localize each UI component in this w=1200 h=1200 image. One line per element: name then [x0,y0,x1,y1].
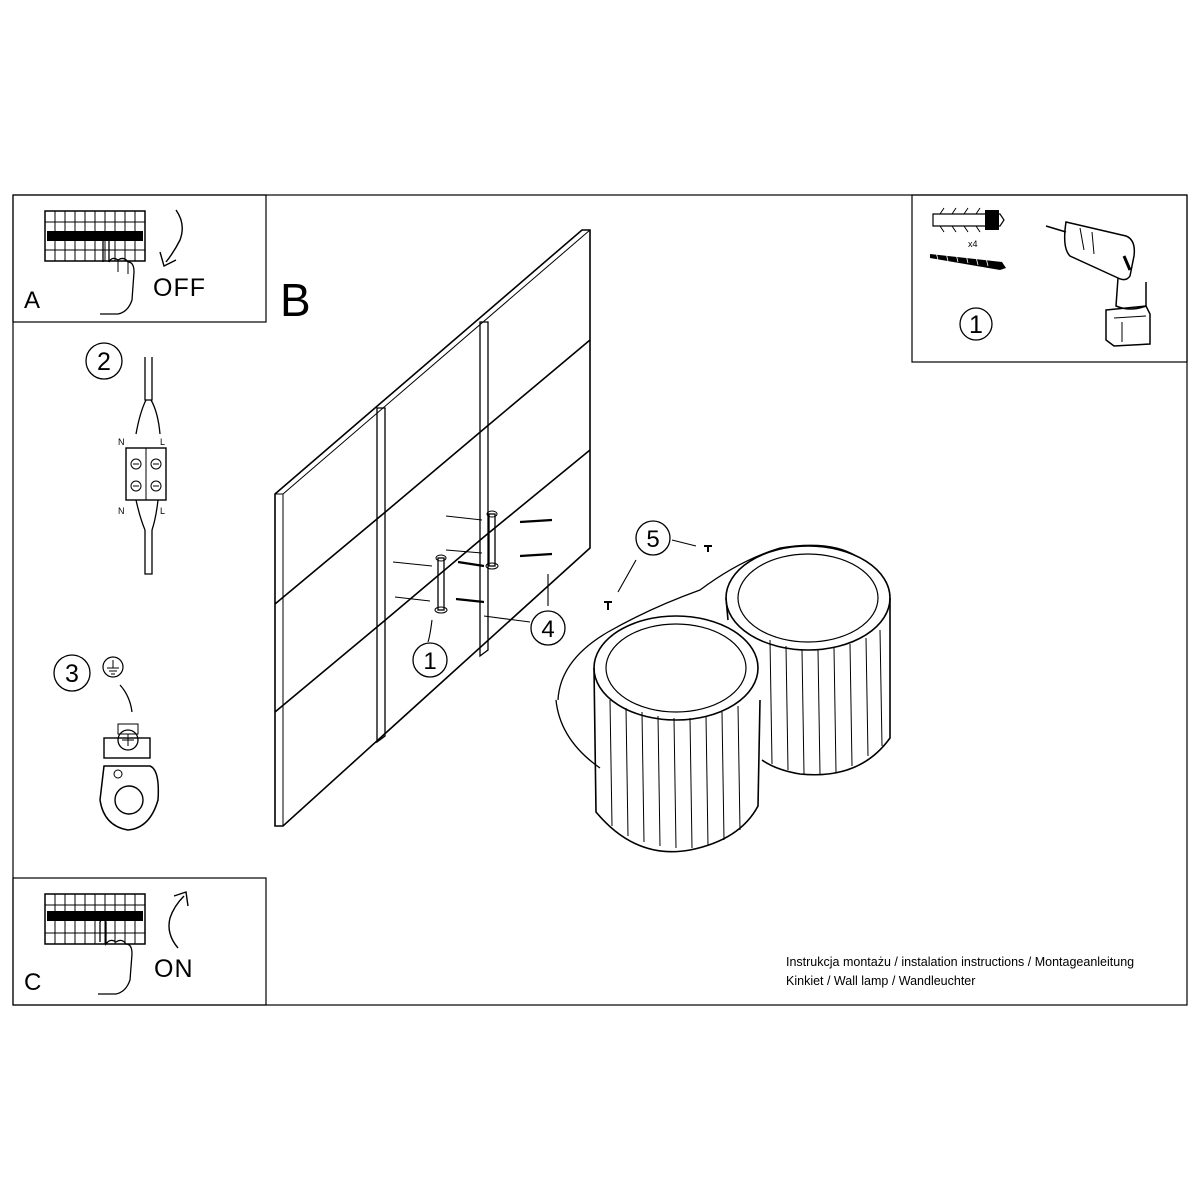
mounting-brackets [434,510,499,614]
caption-product: Kinkiet / Wall lamp / Wandleuchter [786,974,976,988]
ground-terminal-icon [99,723,160,831]
wiring-step: 2 N L N L [85,342,167,575]
wall-screws [392,515,553,604]
wall-tile-grid [274,229,591,827]
drill-icon [1045,221,1151,347]
tools-panel-frame [911,194,1188,363]
screw-icon [930,251,1006,270]
bracket-callout-badge [412,642,448,678]
power-on-label: ON [154,955,194,983]
power-off-label: OFF [153,274,206,302]
step-2-badge [85,342,123,380]
outer-frame [12,194,1188,1006]
hand-icon [100,236,135,315]
live-label-bottom: L [160,506,165,516]
panel-a: A OFF [12,194,267,323]
supply-cable [144,357,153,401]
lamp-shade-double [555,544,891,853]
breaker-box-icon [44,893,146,945]
live-label-top: L [160,437,165,447]
callouts: 1 4 5 [412,520,712,678]
breaker-box-icon [44,210,146,262]
grub-screw-callout-number: 5 [646,526,659,553]
panel-c-letter: C [24,969,41,996]
step-1-number: 1 [969,311,983,339]
hand-icon [98,918,133,995]
step-3-badge [53,654,91,692]
screws-callout-badge [530,610,566,646]
grub-screw-callout-badge [635,520,671,556]
bracket-callout-number: 1 [423,648,436,675]
panel-a-frame [12,194,267,323]
panel-a-letter: A [24,287,40,314]
wall-plug-icon [932,207,1005,233]
arrow-up-icon [168,891,189,949]
step-1-badge [959,307,993,341]
screws-callout-number: 4 [541,616,554,643]
lamp-cable [144,530,153,575]
panel-c: C ON [12,877,267,1006]
ground-step: 3 [53,654,160,831]
terminal-block-icon [125,447,167,501]
caption-instructions: Instrukcja montażu / instalation instruc… [786,955,1135,969]
tools-panel: x4 1 [911,194,1188,363]
panel-c-frame [12,877,267,1006]
grub-screw-icon [604,601,612,610]
arrow-down-icon [159,209,183,268]
ground-symbol-icon [102,656,124,678]
step-2-number: 2 [97,348,111,376]
step-3-number: 3 [65,660,79,688]
panel-b-letter: B [280,274,311,326]
neutral-label-bottom: N [118,506,125,516]
quantity-label: x4 [968,239,978,249]
grub-screw-icon [704,545,712,552]
neutral-label-top: N [118,437,125,447]
